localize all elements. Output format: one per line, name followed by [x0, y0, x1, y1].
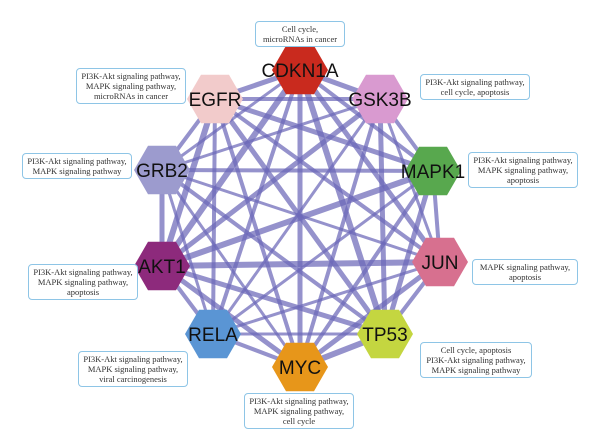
node-mapk1: MAPK1 [401, 146, 465, 196]
node-label: MYC [279, 358, 321, 379]
edge-mapk1-egfr [212, 96, 436, 174]
callout-line: MAPK signaling pathway, [87, 364, 179, 374]
callout-cdkn1a: Cell cycle, microRNAs in cancer [255, 21, 345, 47]
edge-rela-egfr [211, 97, 217, 336]
node-label: GSK3B [348, 90, 411, 111]
callout-line: viral carcinogenesis [99, 374, 167, 384]
callout-line: PI3K-Akt signaling pathway, [249, 396, 349, 406]
node-hexagon [412, 237, 468, 287]
edge-akt1-egfr [159, 96, 218, 269]
node-grb2: GRB2 [134, 145, 190, 195]
edge-layer [159, 67, 443, 370]
node-hexagon [272, 342, 328, 392]
callout-line: PI3K-Akt signaling pathway, [27, 156, 127, 166]
callout-line: MAPK signaling pathway, [253, 406, 345, 416]
node-hexagon [187, 74, 243, 124]
callout-line: microRNAs in cancer [262, 34, 338, 44]
edge-jun-egfr [213, 97, 442, 264]
callout-line: apoptosis [66, 287, 100, 297]
callout-akt1: PI3K-Akt signaling pathway, MAPK signali… [28, 264, 138, 300]
edge-mapk1-grb2 [160, 168, 435, 173]
node-egfr: EGFR [187, 74, 243, 124]
edge-jun-rela [211, 260, 442, 336]
callout-line: MAPK signaling pathway, [37, 277, 129, 287]
node-cdkn1a: CDKN1A [261, 45, 339, 95]
edge-gsk3b-myc [298, 97, 382, 369]
node-label: RELA [188, 325, 238, 346]
callout-line: PI3K-Akt signaling pathway, [425, 77, 525, 87]
callout-line: microRNAs in cancer [93, 91, 169, 101]
callout-line: apoptosis [508, 272, 542, 282]
callout-line: MAPK signaling pathway [32, 166, 122, 176]
node-myc: MYC [272, 342, 328, 392]
callout-line: MAPK signaling pathway, [479, 262, 571, 272]
callout-line: Cell cycle, [281, 24, 319, 34]
node-gsk3b: GSK3B [348, 74, 412, 124]
callout-line: PI3K-Akt signaling pathway, [83, 354, 183, 364]
callout-gsk3b: PI3K-Akt signaling pathway, cell cycle, … [420, 74, 530, 100]
edge-gsk3b-akt1 [159, 96, 383, 269]
node-label: JUN [422, 253, 459, 274]
node-label: CDKN1A [261, 61, 338, 82]
node-hexagon [357, 309, 413, 359]
node-label: EGFR [189, 90, 242, 111]
callout-mapk1: PI3K-Akt signaling pathway, MAPK signali… [468, 152, 578, 188]
edge-cdkn1a-akt1 [159, 67, 303, 269]
edge-rela-grb2 [160, 168, 215, 336]
node-label: AKT1 [138, 257, 186, 278]
callout-egfr: PI3K-Akt signaling pathway, MAPK signali… [76, 68, 186, 104]
edge-jun-akt1 [159, 259, 443, 269]
node-rela: RELA [185, 309, 241, 359]
edge-gsk3b-tp53 [377, 96, 388, 337]
callout-line: cell cycle, apoptosis [440, 87, 510, 97]
node-tp53: TP53 [357, 309, 413, 359]
node-label: MAPK1 [401, 162, 465, 183]
callout-myc: PI3K-Akt signaling pathway, MAPK signali… [244, 393, 354, 429]
edge-tp53-grb2 [160, 168, 387, 336]
callout-line: MAPK signaling pathway [431, 365, 521, 375]
callout-jun: MAPK signaling pathway, apoptosis [472, 259, 578, 285]
edge-myc-akt1 [159, 263, 303, 370]
node-akt1: AKT1 [134, 241, 190, 291]
callout-tp53: Cell cycle, apoptosis PI3K-Akt signaling… [420, 342, 532, 378]
node-hexagon [134, 145, 190, 195]
callout-line: PI3K-Akt signaling pathway, [473, 155, 573, 165]
callout-line: Cell cycle, apoptosis [440, 345, 512, 355]
callout-line: MAPK signaling pathway, [477, 165, 569, 175]
node-jun: JUN [412, 237, 468, 287]
node-hexagon [405, 146, 461, 196]
callout-line: PI3K-Akt signaling pathway, [426, 355, 526, 365]
callout-line: PI3K-Akt signaling pathway, [33, 267, 133, 277]
node-hexagon [185, 309, 241, 359]
edge-tp53-akt1 [159, 263, 388, 337]
callout-line: MAPK signaling pathway, [85, 81, 177, 91]
node-hexagon [272, 45, 328, 95]
node-hexagon [352, 74, 408, 124]
edge-tp53-egfr [212, 96, 388, 337]
node-label: TP53 [362, 325, 407, 346]
edge-myc-egfr [213, 97, 302, 369]
callout-line: apoptosis [506, 175, 540, 185]
callout-line: PI3K-Akt signaling pathway, [81, 71, 181, 81]
edge-mapk1-akt1 [159, 168, 436, 269]
callout-rela: PI3K-Akt signaling pathway, MAPK signali… [78, 351, 188, 387]
callout-line: cell cycle [282, 416, 316, 426]
node-hexagon [134, 241, 190, 291]
callout-grb2: PI3K-Akt signaling pathway, MAPK signali… [22, 153, 132, 179]
node-label: GRB2 [136, 161, 188, 182]
